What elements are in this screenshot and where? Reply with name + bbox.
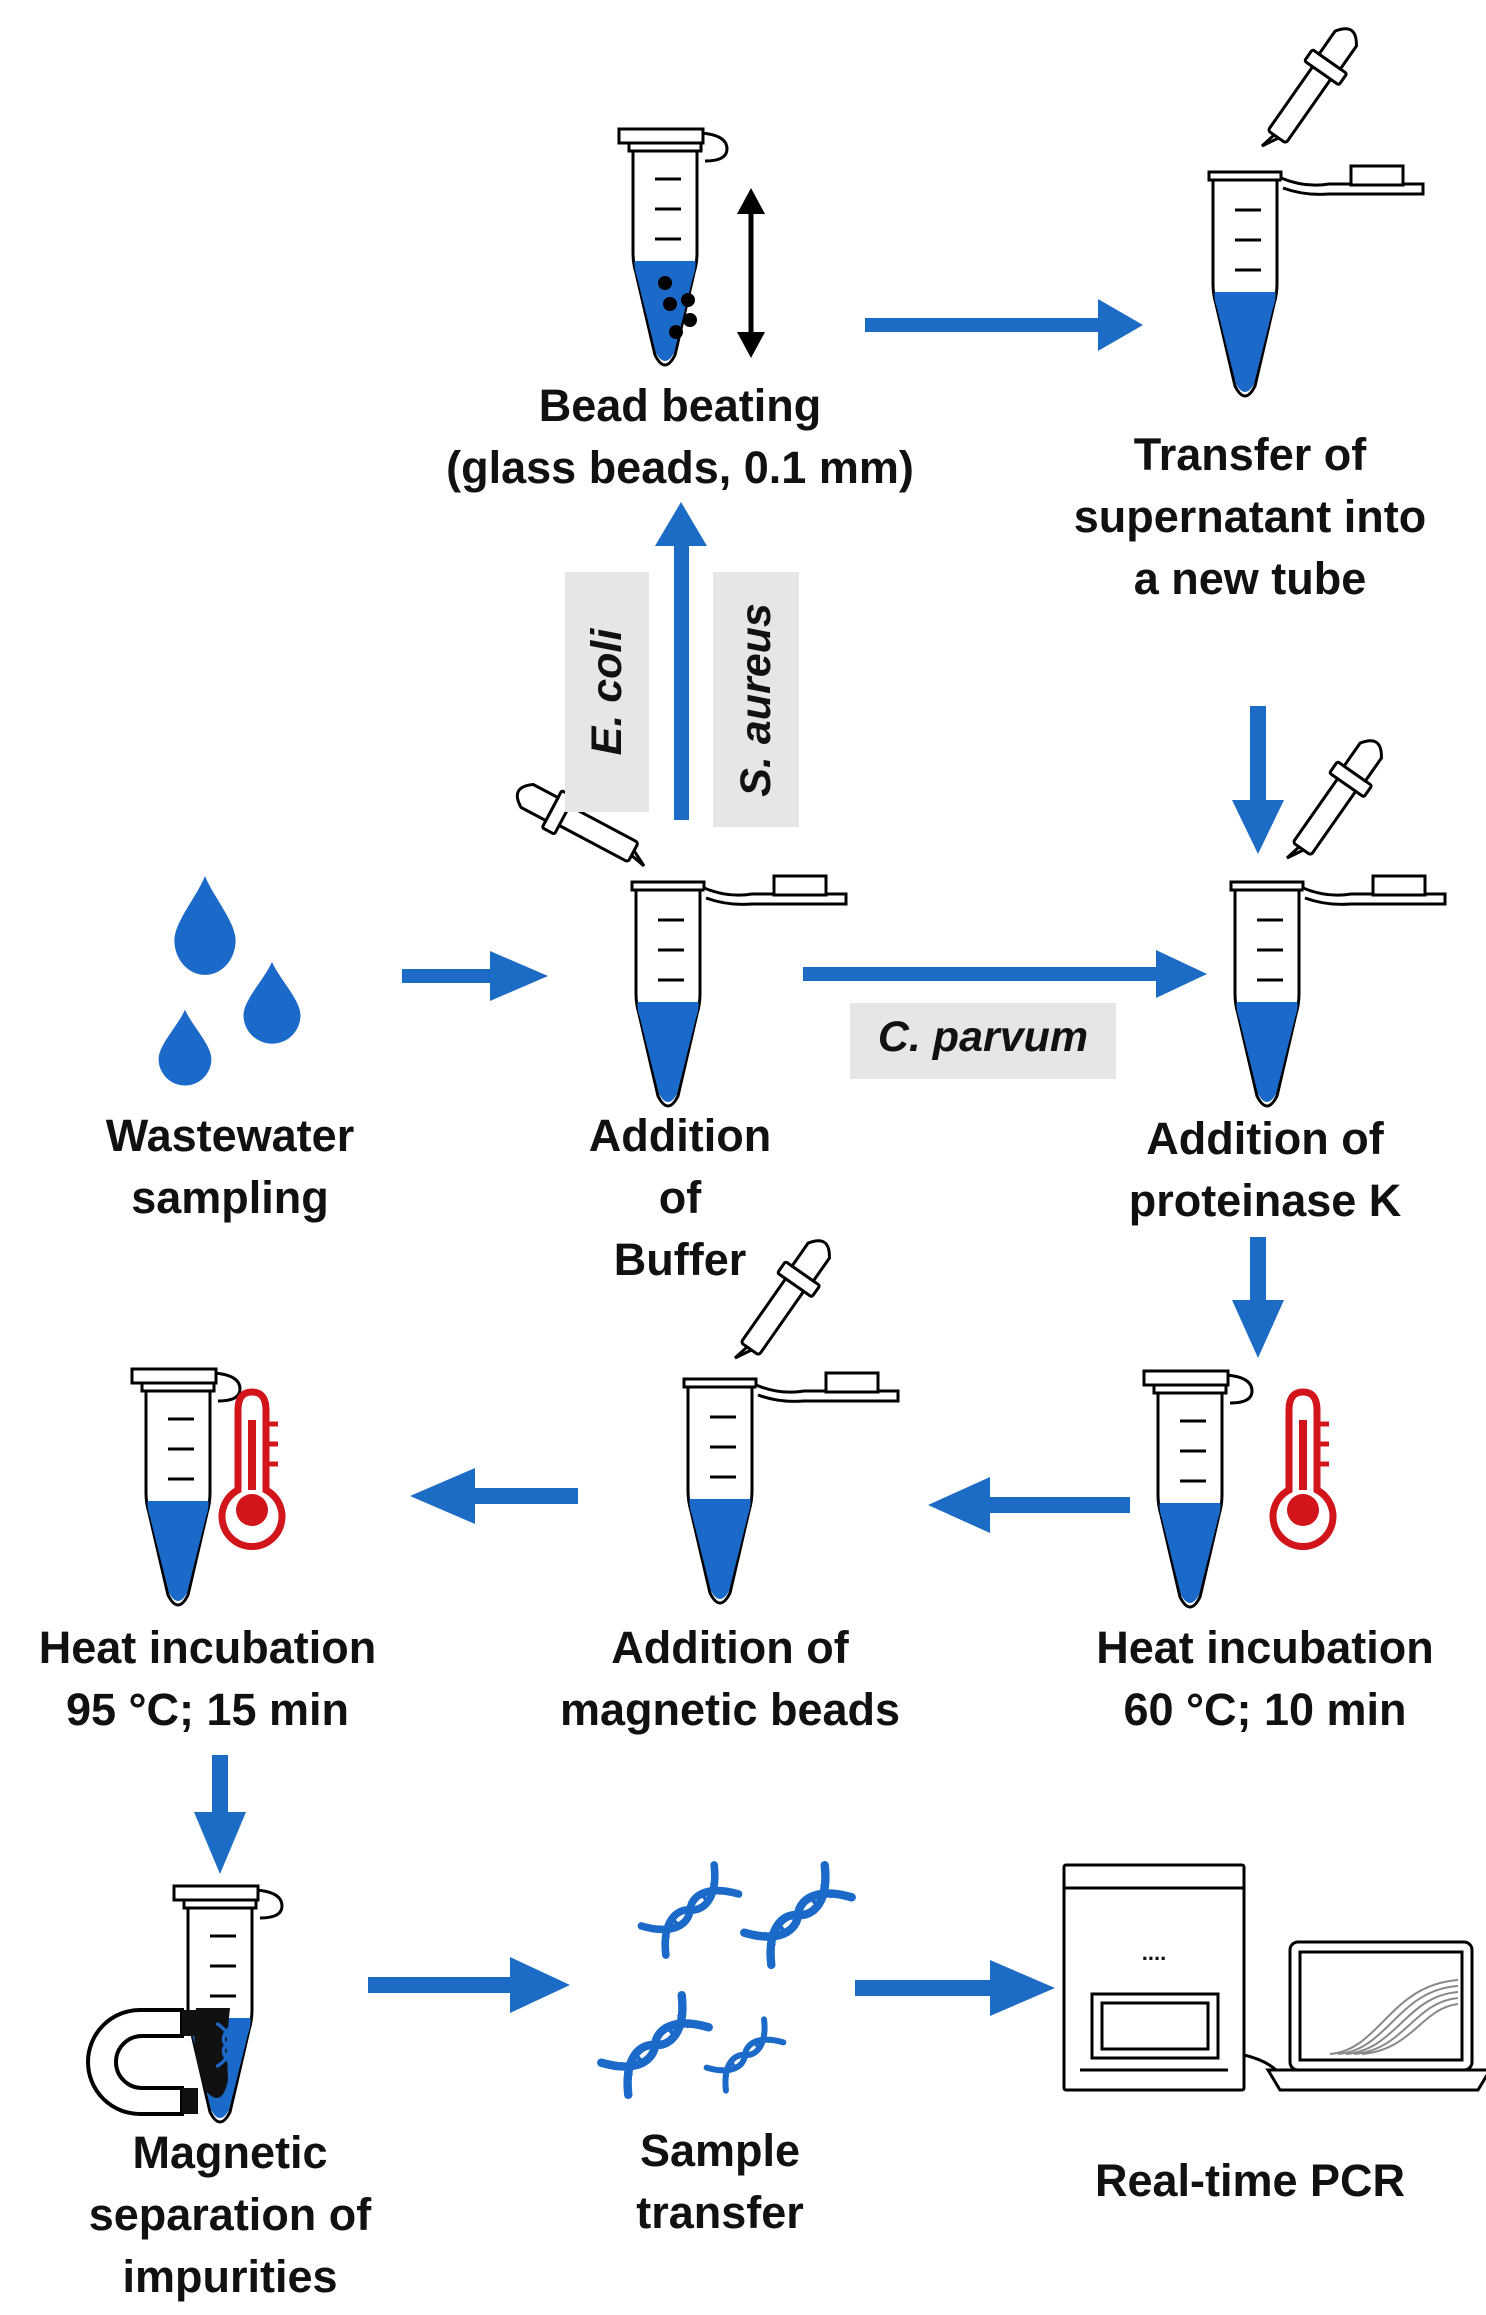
pcr-machine-icon: [1062, 1863, 1246, 2092]
magnet-icon: [86, 2008, 198, 2116]
ecoli-tag: [565, 572, 649, 812]
glass-bead-icon: [658, 276, 697, 339]
tube-icon: [1207, 164, 1425, 398]
label-addition-buffer: Addition of Buffer: [480, 1105, 880, 1291]
label-line: separation of: [88, 2189, 372, 2240]
label-real-time-pcr: Real-time PCR: [1040, 2150, 1460, 2212]
label-wastewater: Wastewater sampling: [30, 1105, 430, 1229]
arrow-heat60-to-magneticbeads: [928, 1477, 1130, 1533]
arrow-beadbeating-to-transfer: [865, 299, 1143, 351]
label-line: impurities: [122, 2251, 338, 2302]
tube-icon: [630, 874, 848, 1108]
label-line: 95 °C; 15 min: [65, 1684, 350, 1735]
label-line: Heat incubation: [1096, 1622, 1434, 1673]
label-addition-proteinase: Addition of proteinase K: [1060, 1108, 1470, 1232]
ecoli-label: E. coli: [583, 628, 631, 756]
pipette-icon: [1274, 728, 1396, 876]
label-line: Real-time PCR: [1094, 2155, 1406, 2206]
laptop-icon: [1243, 1940, 1486, 2092]
label-bead-beating: Bead beating (glass beads, 0.1 mm): [380, 375, 980, 499]
saureus-tag: [713, 572, 799, 827]
label-line: Bead beating: [538, 380, 822, 431]
label-line: Heat incubation: [38, 1622, 377, 1673]
label-heat-60: Heat incubation 60 °C; 10 min: [1055, 1617, 1475, 1741]
dna-icon: [194, 2008, 237, 2098]
arrow-proteinase-to-heat60: [1232, 1237, 1284, 1358]
label-line: Sample: [639, 2125, 801, 2176]
label-line: Transfer of: [1133, 429, 1367, 480]
label-sample-transfer: Sample transfer: [560, 2120, 880, 2244]
label-line: Buffer: [613, 1234, 747, 1285]
tube-icon: [1142, 1369, 1254, 1609]
arrow-magneticbeads-to-heat95: [410, 1468, 578, 1524]
cparvum-label: C. parvum: [877, 1013, 1089, 1061]
label-magnetic-separation: Magnetic separation of impurities: [30, 2122, 430, 2308]
tube-icon: [172, 1884, 284, 2124]
pipette-icon: [1249, 16, 1371, 164]
label-addition-magnetic: Addition of magnetic beads: [520, 1617, 940, 1741]
dna-icon: [601, 1865, 851, 2095]
saureus-label: S. aureus: [732, 603, 780, 797]
label-line: 60 °C; 10 min: [1123, 1684, 1407, 1735]
label-line: sampling: [131, 1172, 329, 1223]
double-arrow-icon: [737, 188, 765, 358]
arrow-sample-to-pcr: [855, 1960, 1055, 2016]
label-heat-95: Heat incubation 95 °C; 15 min: [0, 1617, 415, 1741]
arrow-buffer-to-proteinase: [803, 950, 1207, 998]
label-line: Magnetic: [132, 2127, 328, 2178]
thermometer-icon: [1273, 1392, 1333, 1547]
arrow-wastewater-to-buffer: [402, 951, 548, 1001]
label-line: Addition of: [611, 1622, 849, 1673]
arrow-buffer-to-beadbeating: [655, 502, 707, 820]
label-line: Wastewater: [105, 1110, 355, 1161]
label-line: Addition: [588, 1110, 772, 1161]
label-line: a new tube: [1133, 553, 1367, 604]
label-transfer-supernatant: Transfer of supernatant into a new tube: [1010, 424, 1486, 610]
arrow-magnetic-to-sample: [368, 1957, 570, 2013]
label-line: magnetic beads: [559, 1684, 901, 1735]
pcr-display: ....: [1141, 1940, 1167, 1965]
tube-icon: [682, 1371, 900, 1605]
label-line: proteinase K: [1128, 1175, 1402, 1226]
label-line: supernatant into: [1073, 491, 1427, 542]
tube-icon: [130, 1367, 242, 1607]
thermometer-icon: [222, 1392, 282, 1547]
water-drop-icon: [158, 876, 301, 1086]
tube-icon: [1229, 874, 1447, 1108]
label-line: (glass beads, 0.1 mm): [446, 442, 914, 493]
arrow-transfer-to-proteinase: [1232, 706, 1284, 854]
arrow-heat95-to-magnetic: [194, 1755, 246, 1874]
cparvum-tag: [850, 1003, 1116, 1079]
label-line: Addition of: [1146, 1113, 1384, 1164]
label-line: of: [658, 1172, 702, 1223]
label-line: transfer: [636, 2187, 804, 2238]
